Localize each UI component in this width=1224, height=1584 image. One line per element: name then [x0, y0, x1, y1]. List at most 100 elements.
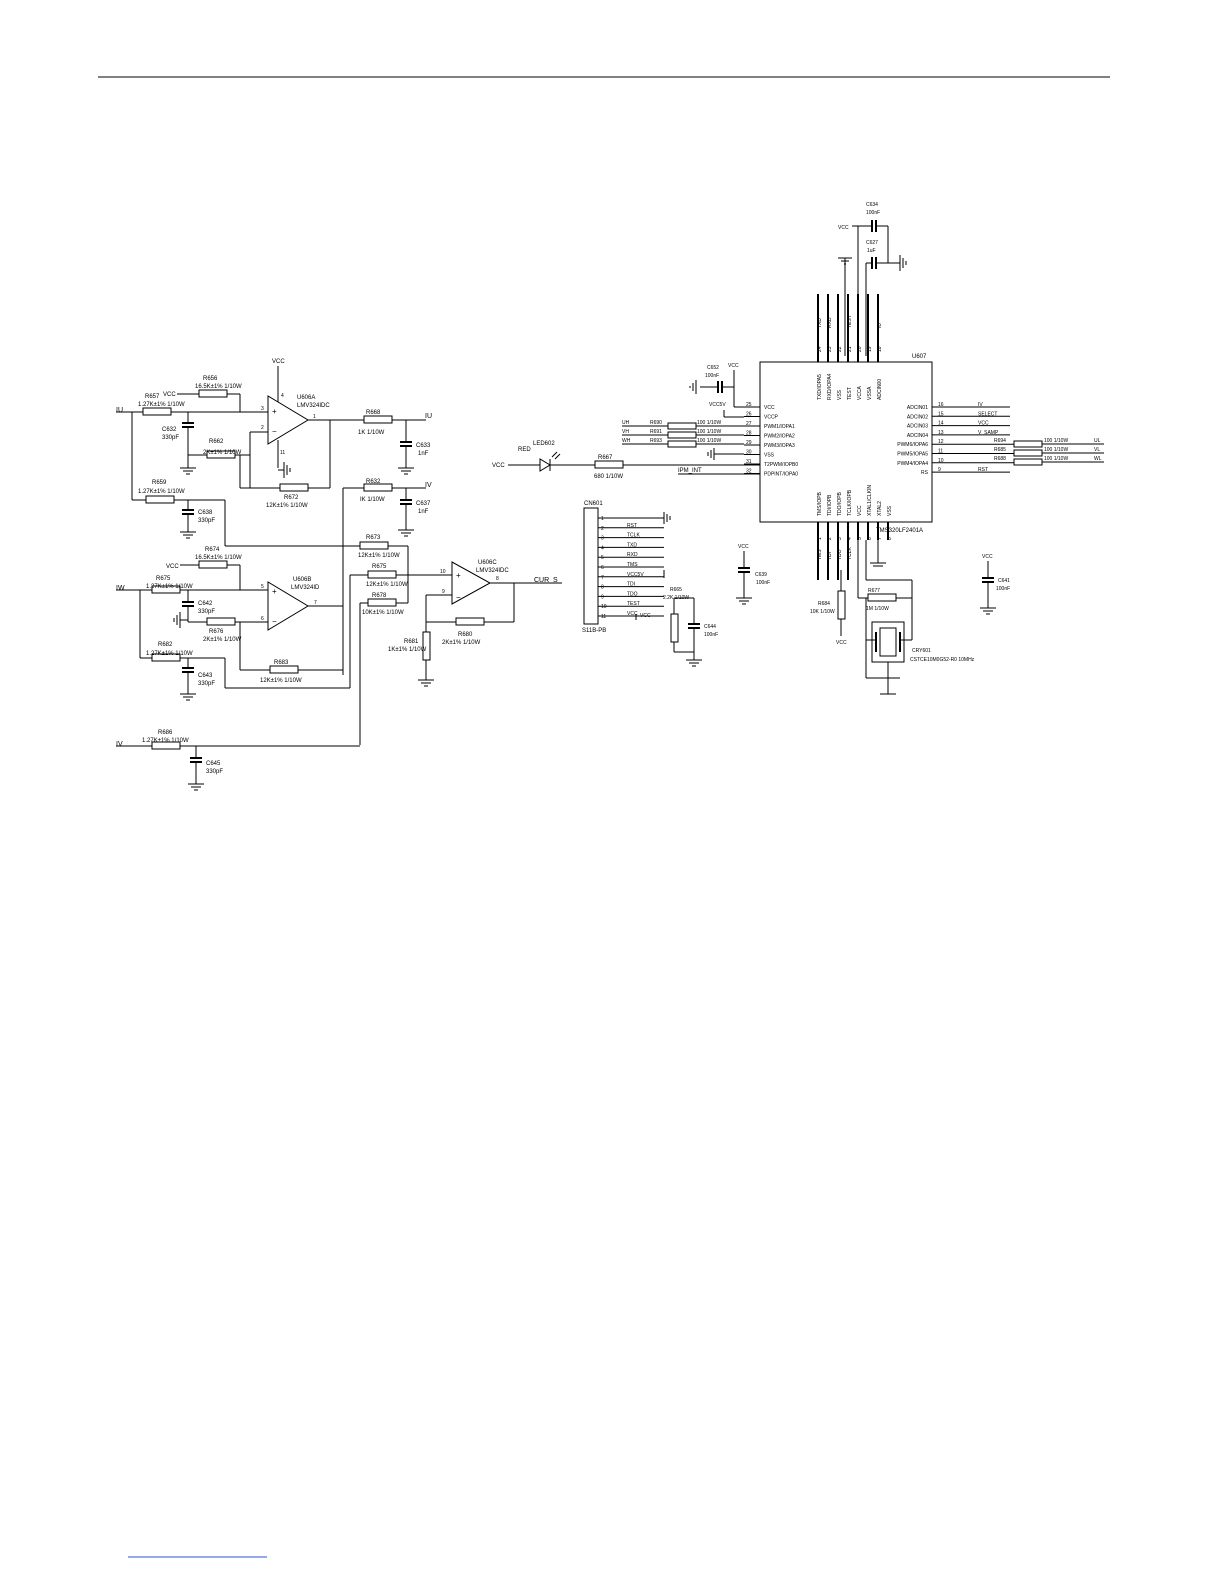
r672-ref: R672 — [284, 495, 299, 501]
c642-ref: C642 — [198, 601, 213, 607]
c638-ref: C638 — [198, 510, 213, 516]
connector-pin-signal: RXD — [627, 552, 638, 558]
mcu-pin-name: XTAL2 — [877, 501, 883, 516]
connector-pin-signal: VCC — [627, 611, 638, 617]
resistor-r694 — [1013, 440, 1043, 448]
connector-pin-number: 7 — [601, 575, 604, 581]
connector-body — [583, 507, 599, 625]
connector-pin-signal: TCLK — [627, 533, 640, 539]
mcu-pin-number: 22 — [837, 346, 843, 352]
mcu-pin-net: VCC — [978, 421, 989, 427]
mcu-pin-name: VCC — [857, 505, 863, 516]
r675-value: 1.27K±1% 1/10W — [146, 584, 193, 590]
r693-ref: R693 — [650, 438, 662, 444]
mcu-pin-number: 30 — [746, 450, 752, 456]
c638-value: 330pF — [198, 518, 215, 524]
c652-mcu-ref: C652 — [707, 365, 719, 371]
r688-ref: R688 — [994, 456, 1006, 462]
led602-ref: LED602 — [533, 441, 555, 447]
resistor-r677 — [867, 593, 897, 602]
mcu-pin-number: 26 — [746, 412, 752, 418]
resistor-r693 — [667, 440, 697, 448]
mcu-pin-number: 28 — [746, 431, 752, 437]
mcu-pin-name: ADCIN02 — [907, 414, 928, 420]
mcu-pin-net: IU — [877, 323, 883, 328]
resistor-r685 — [1013, 449, 1043, 457]
mcu-pin-net: TDO — [837, 549, 843, 560]
mcu-part: TMS320LF2401A — [876, 528, 923, 534]
connector-pin-number: 5 — [601, 555, 604, 561]
r681-value: 1K±1% 1/10W — [388, 647, 427, 653]
mcu-pin-net: TDI — [827, 552, 833, 560]
mcu-pin-number: 15 — [938, 411, 944, 417]
mcu-pin-name: TXD/IOPA5 — [817, 374, 823, 400]
resistor-r678 — [367, 598, 397, 607]
connector-pin-signal: TDO — [627, 591, 638, 597]
connector-pin-signal: VCC5V — [627, 572, 644, 578]
opamp-u606a — [267, 395, 309, 445]
led-symbol — [539, 458, 551, 472]
c634-value: 100nF — [866, 210, 880, 216]
connector-pin-signal: TDI — [627, 582, 635, 588]
c637-ref: C637 — [416, 501, 431, 507]
mcu-pin-number: 2 — [827, 537, 833, 540]
mcu-pin-net: RST — [978, 467, 988, 473]
r657-ref: R657 — [145, 394, 160, 400]
r678-ref: R678 — [372, 593, 387, 599]
svg-text:+: + — [272, 407, 277, 416]
resistor-r659 — [145, 495, 175, 504]
mcu-pin-name: ADCIN04 — [907, 433, 928, 439]
mcu-pin-number: 13 — [938, 430, 944, 436]
r680-ref: R680 — [458, 632, 473, 638]
c652-value: 330pF — [162, 435, 179, 441]
mcu-pin-name: PWM3/IOPA3 — [764, 443, 795, 449]
r673-value: 12K±1% 1/10W — [358, 553, 400, 559]
vcc-label-led: VCC — [492, 463, 505, 469]
resistor-r656 — [198, 389, 228, 398]
vcc-label-r656: VCC — [163, 392, 176, 398]
mcu-pin-number: 16 — [938, 402, 944, 408]
r662-ref: R662 — [209, 439, 224, 445]
cry601-ref: CRY601 — [912, 648, 931, 654]
resistor-r665 — [670, 613, 679, 643]
mcu-pin-number: 21 — [847, 346, 853, 352]
c643-ref: C643 — [198, 673, 213, 679]
r686-value: 1.27K±1% 1/10W — [142, 738, 189, 744]
c652-mcu-value: 100nF — [705, 373, 719, 379]
r632-value: IK 1/10W — [360, 497, 385, 503]
r691-ref: R691 — [650, 429, 662, 435]
resistor-r672 — [279, 483, 309, 492]
connector-pin-number: 2 — [601, 526, 604, 532]
r665-ref: R665 — [670, 587, 682, 593]
r684-value: 10K 1/10W — [810, 609, 835, 615]
mcu-pin-net: TCLK — [847, 547, 853, 560]
net-label-uh: UH — [622, 420, 630, 426]
svg-text:100 1/10W: 100 1/10W — [1044, 438, 1068, 444]
connector-pin-number: 11 — [601, 614, 606, 620]
r657-value: 1.27K±1% 1/10W — [138, 402, 185, 408]
mcu-pin-name: VSS — [887, 505, 893, 516]
mcu-ref: U607 — [912, 354, 927, 360]
mcu-pin-name: PWM1/IOPA1 — [764, 424, 795, 430]
r685-ref: R685 — [994, 447, 1006, 453]
cn601-ref: CN601 — [584, 501, 603, 507]
c643-value: 330pF — [198, 681, 215, 687]
stage-summer: R675 12K±1% 1/10W R678 10K±1% 1/10W + − … — [116, 560, 562, 791]
mcu-body — [759, 361, 933, 523]
c639-ref: C639 — [755, 572, 767, 578]
connector-pin-number: 9 — [601, 594, 604, 600]
mcu-pin-name: PDPINT/IOPA0 — [764, 472, 798, 478]
resistor-r675b — [367, 570, 397, 579]
c645-ref: C645 — [206, 761, 221, 767]
cn601-part: S11B-PB — [582, 628, 606, 634]
mcu-pin-number: 6 — [867, 537, 873, 540]
mcu-pin-number: 29 — [746, 440, 752, 446]
resistor-r681 — [422, 631, 431, 661]
svg-text:+: + — [456, 571, 461, 580]
mcu-pin-name: VSS — [764, 453, 775, 459]
resistor-r683 — [269, 665, 299, 674]
r690-ref: R690 — [650, 420, 662, 426]
svg-text:100 1/10W: 100 1/10W — [697, 429, 721, 435]
net-label-wl: WL — [1094, 456, 1102, 462]
